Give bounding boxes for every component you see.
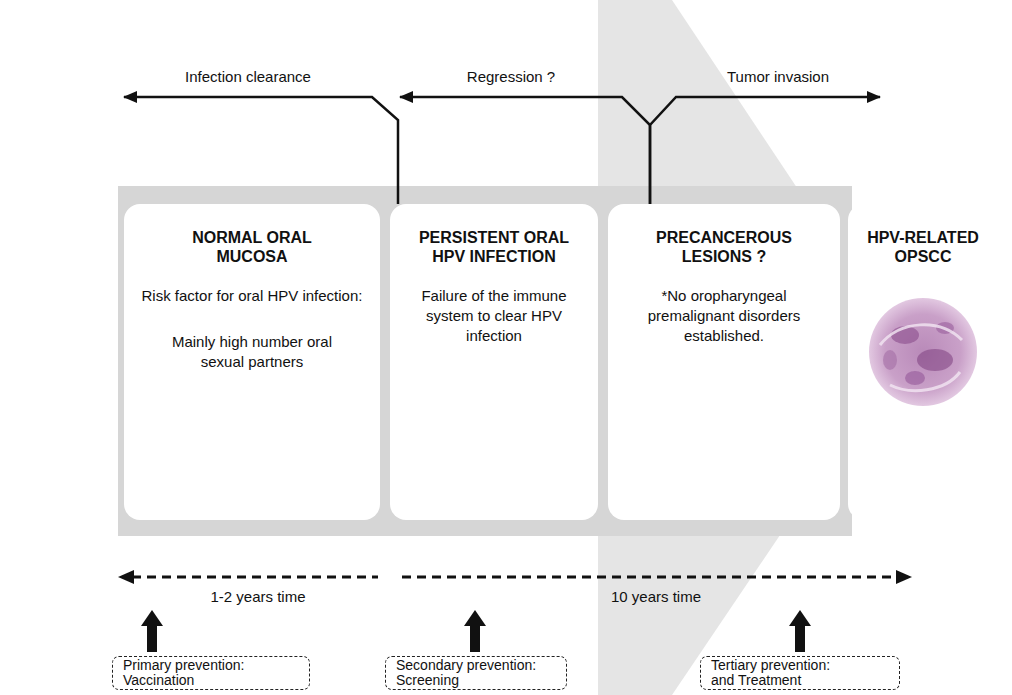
opscc-panel	[848, 204, 998, 520]
cell-cluster	[883, 350, 897, 370]
box-heading: NORMAL ORAL MUCOSA	[190, 228, 315, 266]
edge-label: Regression ?	[467, 68, 555, 86]
transition-arrow	[400, 97, 650, 204]
cell-cluster	[905, 371, 925, 385]
histology-image	[869, 298, 977, 406]
stage-box: PRECANCEROUS LESIONS ? *No oropharyngeal …	[608, 204, 840, 520]
stage-band	[118, 186, 852, 536]
box-heading: Primary prevention: Vaccination	[123, 658, 258, 688]
dashed-timeline	[132, 576, 378, 579]
box-heading: Secondary prevention: Screening	[396, 658, 541, 688]
stage-box: HPV-RELATED OPSCC	[848, 204, 998, 520]
box-heading: HPV-RELATED OPSCC	[861, 228, 986, 266]
box-body: Mainly high number oral sexual partners	[162, 332, 342, 372]
prevention-box: Primary prevention: Vaccination	[112, 656, 310, 690]
histology-disc	[869, 298, 977, 406]
stage-box: NORMAL ORAL MUCOSA Risk factor for oral H…	[124, 204, 380, 520]
prevention-box: Secondary prevention: Screening	[385, 656, 567, 690]
timeline-head	[896, 570, 912, 584]
timeline-label: 1-2 years time	[210, 588, 305, 606]
box-heading: Tertiary prevention: and Treatment	[711, 658, 846, 688]
edge-label: Infection clearance	[185, 68, 311, 86]
box-body: Risk factor for oral HPV infection:	[134, 286, 370, 306]
box-body: *No oropharyngeal premalignant disorders…	[632, 286, 817, 346]
timeline	[118, 570, 912, 584]
box-heading: PERSISTENT ORAL HPV INFECTION	[414, 228, 574, 266]
prevention-arrow	[789, 610, 811, 652]
stage-box: PERSISTENT ORAL HPV INFECTION Failure of …	[390, 204, 598, 520]
tissue-stroma	[880, 325, 962, 391]
cell-cluster	[917, 349, 953, 371]
timeline-label: 10 years time	[611, 588, 701, 606]
transition-arrow	[124, 97, 398, 204]
prevention-arrow	[464, 610, 486, 652]
prevention-arrow	[141, 610, 163, 652]
box-body: Failure of the immune system to clear HP…	[414, 286, 574, 346]
edge-label: Tumor invasion	[727, 68, 829, 86]
prevention-box: Tertiary prevention: and Treatment	[700, 656, 900, 690]
transition-arrow	[650, 97, 880, 204]
box-heading: PRECANCEROUS LESIONS ?	[652, 228, 797, 266]
dashed-timeline	[402, 576, 896, 579]
timeline-head	[118, 570, 134, 584]
